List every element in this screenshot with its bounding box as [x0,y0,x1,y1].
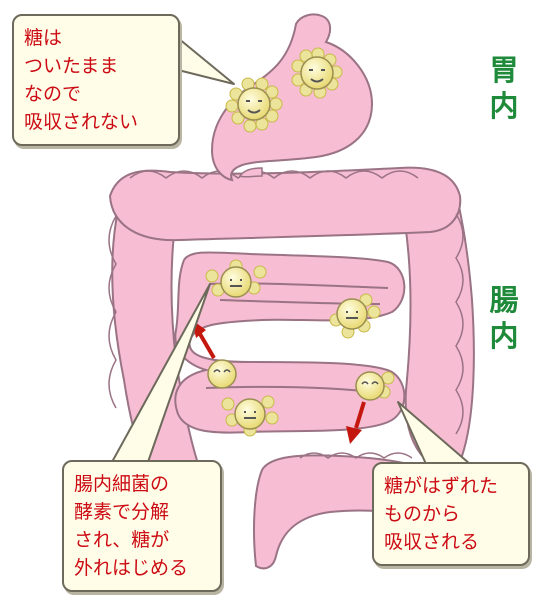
callout-line: 腸内細菌の [74,470,210,498]
stomach-label-line-1: 胃 [486,52,522,88]
callout-line: ついたまま [24,52,168,80]
callout-line: 酵素で分解 [74,498,210,526]
stomach-label: 胃 内 [486,52,522,124]
callout-line: 糖は [24,24,168,52]
callout-sugar-not-absorbed: 糖は ついたまま なので 吸収されない [12,14,180,146]
colon-transverse [110,168,460,241]
callout-line: 外れはじめる [74,554,210,582]
callout-line: ものから [384,500,518,528]
callout-line: なので [24,80,168,108]
bacterium-intestine-3 [208,360,236,388]
callout-line: 吸収されない [24,108,168,136]
callout-bacteria-enzyme: 腸内細菌の 酵素で分解 され、糖が 外れはじめる [62,460,222,592]
intestine-label-line-1: 腸 [486,282,522,318]
intestine-label: 腸 内 [486,282,522,354]
callout-line: 吸収される [384,528,518,556]
callout-absorbed: 糖がはずれた ものから 吸収される [372,462,530,566]
stomach-label-line-2: 内 [486,88,522,124]
intestine-label-line-2: 内 [486,318,522,354]
callout-line: 糖がはずれた [384,472,518,500]
callout-line: され、糖が [74,526,210,554]
